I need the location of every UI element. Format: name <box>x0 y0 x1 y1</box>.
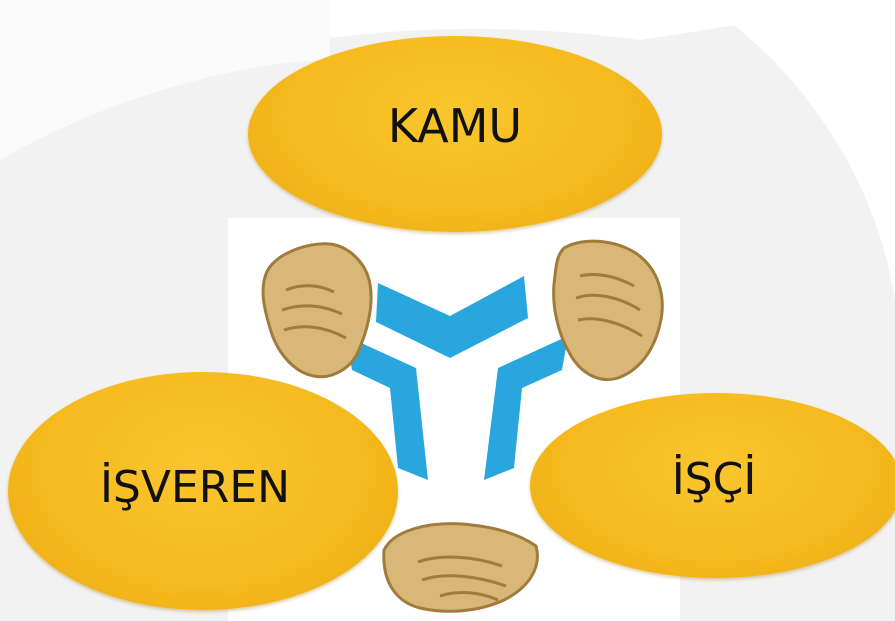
node-label-isci: İŞÇİ <box>671 454 757 505</box>
node-isci: İŞÇİ <box>530 393 895 578</box>
emblem-group <box>261 239 664 613</box>
logo-icon <box>346 276 568 480</box>
node-kamu: KAMU <box>248 36 662 232</box>
node-isveren: İŞVEREN <box>8 372 398 610</box>
node-label-kamu: KAMU <box>387 99 523 153</box>
node-label-isveren: İŞVEREN <box>99 461 291 513</box>
handshake-icon <box>261 242 373 379</box>
handshake-icon <box>382 522 539 613</box>
handshake-icon <box>552 239 664 381</box>
